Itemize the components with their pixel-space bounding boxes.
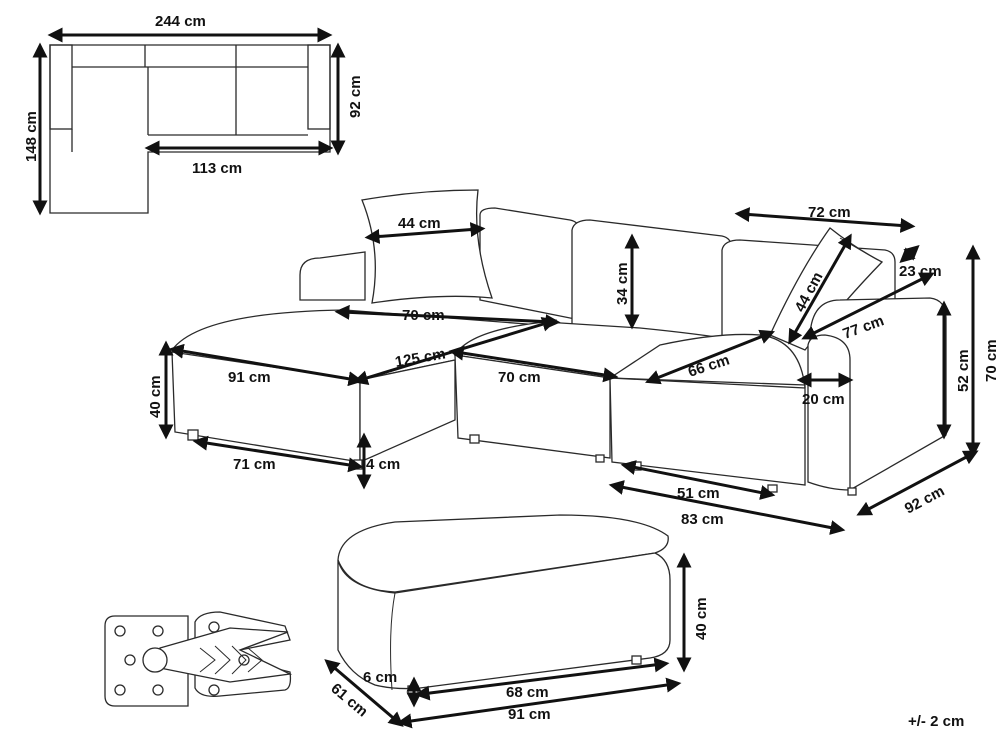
ottoman-foot-span-label: 68 cm [506,684,549,701]
foot-span-label: 71 cm [233,456,276,473]
arm-top-width-line [734,207,916,233]
ottoman-depth-line [324,659,404,727]
pillow-left-width-label: 44 cm [398,215,441,232]
chaise-depth-label: 70 cm [402,307,445,324]
arm-width-label: 20 cm [802,391,845,408]
plan-width-label: 244 cm [155,13,206,30]
foot-span-line [192,435,364,473]
ottoman-depth-label: 61 cm [327,680,371,720]
ottoman-foot-label: 6 cm [363,669,397,686]
arm-height-label: 52 cm [955,349,972,392]
total-depth-line [856,450,979,516]
module-width-label: 83 cm [681,511,724,528]
arm-thickness-line [899,245,920,263]
pillow-left [361,189,493,304]
arm-depth-line [801,272,935,340]
middle-depth-line [448,345,619,383]
connector-clip-icon [104,611,293,707]
module-width-line [608,480,846,535]
sofa-drawing [171,189,947,496]
plan-depth-total-label: 148 cm [23,111,40,162]
plan-inner-width-label: 113 cm [192,160,242,177]
back-height-label: 34 cm [614,262,631,305]
total-height-label: 70 cm [983,339,999,382]
ottoman-width-label: 91 cm [508,706,551,723]
ottoman-drawing [337,514,671,695]
end-depth-line [645,329,775,385]
foot-height-label: 4 cm [366,456,400,473]
middle-depth-label: 70 cm [498,369,541,386]
arm-top-width-label: 72 cm [808,204,851,221]
ottoman-height-label: 40 cm [693,597,710,640]
tolerance-label: +/- 2 cm [908,713,964,730]
plan-view-icon [49,44,331,214]
chaise-width-label: 91 cm [228,369,271,386]
arm-thickness-label: 23 cm [899,263,942,280]
seat-height-label: 40 cm [147,375,164,418]
pillow-left-width-line [364,222,486,244]
chaise-width-line [168,343,364,387]
plan-depth-seat-label: 92 cm [347,75,364,118]
ottoman-width-line [396,677,682,729]
